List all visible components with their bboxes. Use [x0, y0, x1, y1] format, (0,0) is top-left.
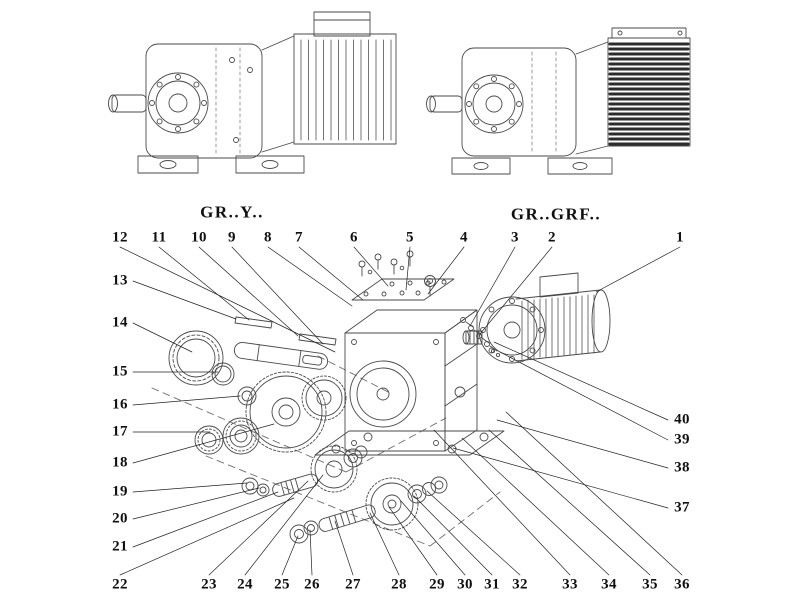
oil-sight-glass-drawing [454, 386, 466, 398]
mounting-base-drawing [314, 430, 505, 456]
top-cover-drawing [351, 278, 455, 301]
model-label-gr-y: GR..Y.. [200, 202, 264, 222]
callout-34: 34 [601, 576, 617, 593]
callout-6: 6 [350, 229, 358, 246]
eyebolt-drawing [424, 275, 436, 297]
retaining-rings-drawing-2 [407, 476, 448, 504]
callout-39: 39 [674, 431, 690, 448]
shaft-key-drawing [234, 316, 273, 329]
retaining-rings-drawing [343, 445, 368, 468]
callout-21: 21 [112, 538, 128, 555]
callout-18: 18 [112, 454, 128, 471]
callout-20: 20 [112, 510, 128, 527]
motor-bolts-drawing [460, 317, 501, 358]
callout-29: 29 [429, 576, 445, 593]
callout-22: 22 [112, 576, 128, 593]
gearmotor-gr-y-drawing [108, 11, 397, 174]
large-gear-drawing [245, 371, 327, 453]
circlip-drawing [211, 362, 235, 386]
motor-exploded-drawing [462, 272, 611, 364]
callout-23: 23 [201, 576, 217, 593]
callout-25: 25 [274, 576, 290, 593]
callout-12: 12 [112, 229, 128, 246]
callout-16: 16 [112, 396, 128, 413]
bearing-drawing [222, 417, 260, 455]
callout-13: 13 [112, 272, 128, 289]
callout-9: 9 [228, 229, 236, 246]
callout-11: 11 [151, 229, 167, 246]
callout-24: 24 [237, 576, 253, 593]
callout-2: 2 [548, 229, 556, 246]
bearing-flange-drawing [168, 330, 224, 386]
callout-7: 7 [295, 229, 303, 246]
callout-15: 15 [112, 363, 128, 380]
callout-30: 30 [457, 576, 473, 593]
output-shaft-drawing [233, 341, 329, 370]
callout-19: 19 [112, 483, 128, 500]
motor-pinion-drawing [462, 330, 483, 345]
callout-37: 37 [674, 499, 690, 516]
callout-5: 5 [406, 229, 414, 246]
callout-17: 17 [112, 423, 128, 440]
callout-27: 27 [345, 576, 361, 593]
callout-38: 38 [674, 459, 690, 476]
callout-36: 36 [674, 576, 690, 593]
callout-3: 3 [511, 229, 519, 246]
callout-14: 14 [112, 314, 128, 331]
callout-32: 32 [512, 576, 528, 593]
washer-drawing-2 [289, 520, 319, 544]
callout-4: 4 [460, 229, 468, 246]
axis-construction-lines [151, 355, 501, 547]
terminal-box-drawing [539, 272, 579, 298]
callout-10: 10 [191, 229, 207, 246]
cover-bolts-drawing [358, 250, 436, 297]
gear-housing-drawing [314, 309, 505, 456]
gear-drawing-2 [301, 375, 347, 421]
callout-40: 40 [674, 411, 690, 428]
gearmotor-gr-grf-drawing [426, 27, 691, 175]
callout-35: 35 [642, 576, 658, 593]
callout-33: 33 [562, 576, 578, 593]
shaft-key-drawing-2 [298, 333, 337, 346]
dark-motor-fins [608, 42, 690, 146]
exploded-view-drawing [151, 250, 611, 547]
washer-drawing [241, 477, 270, 497]
leader-lines [119, 246, 683, 576]
callout-26: 26 [304, 576, 320, 593]
model-label-gr-grf: GR..GRF.. [510, 204, 602, 224]
callout-1: 1 [676, 229, 684, 246]
callout-31: 31 [484, 576, 500, 593]
pinion-shaft-drawing-2 [318, 504, 376, 532]
gear-drawing-3 [310, 445, 358, 493]
bearing-drawing-2 [194, 425, 224, 455]
callout-28: 28 [391, 576, 407, 593]
callout-8: 8 [264, 229, 272, 246]
gear-drawing-4 [365, 477, 419, 531]
